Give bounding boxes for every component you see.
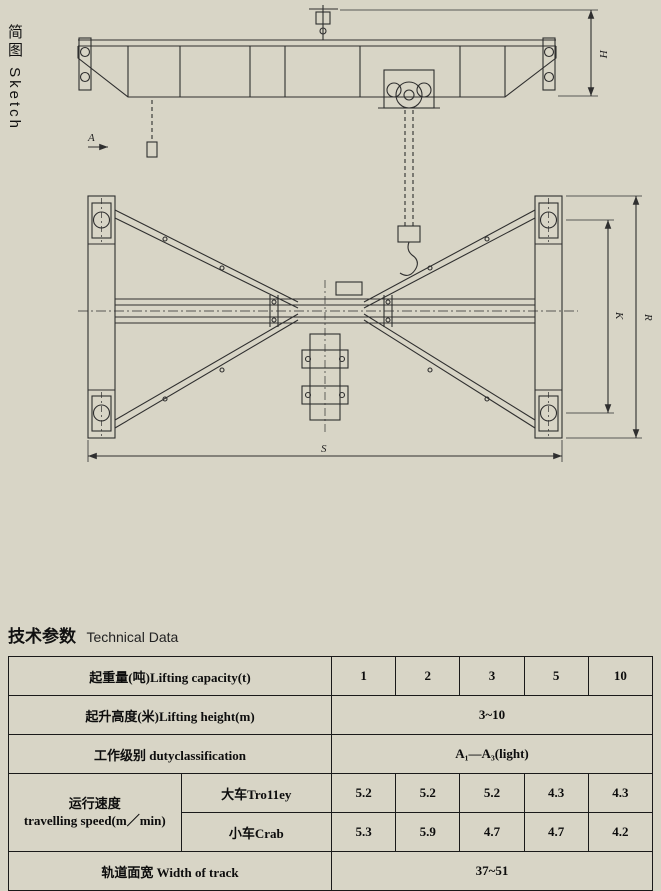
capacity-value: 1 (330, 656, 397, 696)
speed-label-cn: 运行速度 (68, 796, 121, 812)
technical-data-table: 起重量(吨)Lifting capacity(t) 1 2 3 5 10 起升高… (8, 656, 654, 891)
plan-view: S K R (78, 195, 654, 462)
end-carriage-right (534, 195, 563, 439)
trolley-value: 5.2 (459, 773, 525, 813)
crane-technical-drawing: A H (77, 5, 654, 462)
crab-value: 5.3 (330, 812, 397, 852)
hook-icon (399, 241, 418, 276)
trolley-value: 4.3 (523, 773, 589, 813)
main-girder (77, 39, 557, 98)
dimension-label-a: A (87, 132, 95, 144)
dimension-r: R (566, 195, 654, 439)
sketch-title-cn: 简图 (6, 24, 23, 60)
chain-and-hook (397, 110, 421, 276)
trolley-value: 4.3 (587, 773, 654, 813)
pendant-control (146, 100, 158, 158)
row-track-width: 轨道面宽 Width of track 37~51 (8, 851, 653, 891)
end-carriage-left (87, 195, 116, 439)
end-truck-left (78, 37, 92, 91)
height-label: 起升高度(米)Lifting height(m) (8, 695, 332, 735)
crab-value: 5.9 (395, 812, 461, 852)
dimension-label-r: R (642, 313, 654, 321)
row-lifting-height: 起升高度(米)Lifting height(m) 3~10 (8, 695, 653, 735)
capacity-label: 起重量(吨)Lifting capacity(t) (8, 656, 332, 696)
section-title-cn: 技术参数 (8, 627, 76, 646)
capacity-value: 2 (395, 656, 461, 696)
crab-value: 4.7 (459, 812, 525, 852)
speed-label-en: travelling speed(m／min) (23, 812, 166, 828)
row-duty-classification: 工作级别 dutyclassification A₁—A₃(light) (8, 734, 653, 774)
dimension-h: H (340, 9, 609, 97)
dimension-k: K (566, 219, 625, 414)
hoist-trolley (378, 69, 440, 109)
end-truck-right (542, 37, 556, 91)
crab-value: 4.7 (523, 812, 589, 852)
sketch-title-en: Sketch (6, 67, 23, 132)
top-mast (309, 5, 338, 40)
section-title-en: Technical Data (86, 629, 179, 645)
trolley-plan (301, 280, 363, 433)
section-title: 技术参数 Technical Data (8, 622, 178, 647)
trolley-label: 大车Tro11ey (180, 773, 333, 813)
duty-value: A₁—A₃(light) (331, 734, 653, 774)
trolley-value: 5.2 (395, 773, 461, 813)
crab-label: 小车Crab (180, 812, 333, 852)
dimension-a: A (87, 132, 108, 151)
sketch-title: 简图 Sketch (4, 24, 25, 131)
row-speed-trolley: 运行速度 travelling speed(m／min) 大车Tro11ey 5… (8, 773, 654, 852)
crab-value: 4.2 (587, 812, 654, 852)
track-label: 轨道面宽 Width of track (8, 851, 332, 891)
capacity-value: 3 (459, 656, 525, 696)
elevation-view: A H (77, 5, 609, 276)
trolley-value: 5.2 (330, 773, 397, 813)
diagonal-braces (114, 209, 536, 429)
row-lifting-capacity: 起重量(吨)Lifting capacity(t) 1 2 3 5 10 (8, 656, 654, 696)
height-value: 3~10 (331, 695, 653, 735)
capacity-value: 5 (523, 656, 589, 696)
speed-label: 运行速度 travelling speed(m／min) (8, 773, 182, 852)
dimension-label-h: H (597, 49, 609, 59)
track-value: 37~51 (331, 851, 653, 891)
dimension-label-s: S (321, 443, 327, 455)
duty-label: 工作级别 dutyclassification (8, 734, 332, 774)
capacity-value: 10 (587, 656, 654, 696)
girder-plan (78, 295, 578, 327)
dimension-label-k: K (613, 311, 625, 320)
dimension-s: S (87, 440, 563, 462)
